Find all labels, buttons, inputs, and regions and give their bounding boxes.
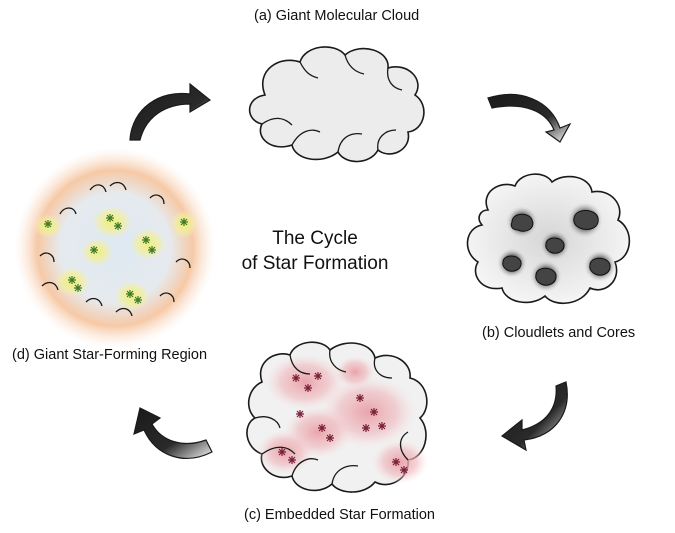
dense-core bbox=[584, 250, 616, 282]
dense-core bbox=[497, 248, 527, 278]
dense-core bbox=[506, 206, 538, 238]
label-giant-molecular-cloud: (a) Giant Molecular Cloud bbox=[254, 8, 420, 24]
arrow-b-to-c bbox=[500, 381, 568, 452]
emission-glow bbox=[265, 354, 345, 410]
arrow-a-to-b bbox=[487, 93, 572, 143]
diagram-title-line-2: of Star Formation bbox=[241, 253, 389, 274]
label-embedded-star-formation: (c) Embedded Star Formation bbox=[244, 507, 435, 523]
dense-core bbox=[530, 260, 562, 292]
young-star-cluster-glow bbox=[81, 238, 113, 266]
arrow-d-to-a bbox=[129, 82, 212, 141]
young-star-cluster-glow bbox=[130, 228, 166, 260]
giant-star-forming-region bbox=[15, 148, 215, 348]
embedded-star-formation bbox=[246, 341, 428, 493]
cloudlets-and-cores bbox=[466, 173, 631, 305]
dense-core bbox=[540, 230, 570, 260]
dense-core bbox=[567, 202, 603, 238]
arrow-c-to-d bbox=[133, 407, 213, 459]
diagram-title-line-1: The Cycle bbox=[272, 228, 358, 249]
giant-molecular-cloud bbox=[248, 46, 425, 163]
diagram-title: The Cycle of Star Formation bbox=[205, 226, 425, 276]
emission-glow bbox=[335, 356, 375, 388]
label-cloudlets-and-cores: (b) Cloudlets and Cores bbox=[482, 325, 636, 341]
label-giant-star-forming-region: (d) Giant Star-Forming Region bbox=[12, 347, 208, 363]
young-star-cluster-glow bbox=[92, 206, 132, 238]
